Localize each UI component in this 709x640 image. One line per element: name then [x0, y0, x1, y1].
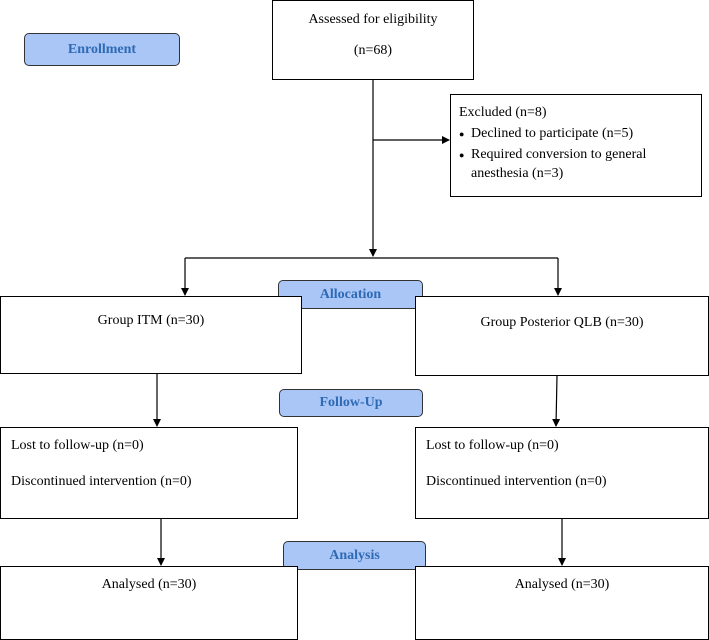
followup-qlb-lost: Lost to follow-up (n=0): [426, 438, 559, 453]
excluded-reasons: Declined to participate (n=5) Required c…: [459, 125, 693, 184]
group-qlb-label: Group Posterior QLB (n=30): [480, 315, 644, 330]
stage-analysis: Analysis: [283, 541, 426, 570]
excluded-reason-conversion: Required conversion to general anesthesi…: [459, 146, 693, 184]
stage-allocation: Allocation: [278, 280, 423, 309]
followup-qlb-discontinued: Discontinued intervention (n=0): [426, 474, 607, 489]
analysis-itm-box: Analysed (n=30): [0, 566, 298, 640]
arrow-qlb-to-followup: [552, 375, 561, 427]
group-itm-box: Group ITM (n=30): [0, 296, 302, 374]
followup-itm-box: Lost to follow-up (n=0) Discontinued int…: [0, 427, 298, 519]
excluded-title: Excluded (n=8): [459, 105, 547, 120]
assessed-box: Assessed for eligibility (n=68): [272, 0, 474, 80]
group-itm-label: Group ITM (n=30): [97, 313, 205, 328]
stage-follow-up: Follow-Up: [279, 389, 423, 417]
group-qlb-box: Group Posterior QLB (n=30): [415, 296, 709, 376]
followup-itm-discontinued: Discontinued intervention (n=0): [11, 474, 192, 489]
excluded-reason-declined: Declined to participate (n=5): [459, 125, 693, 144]
analysis-qlb-box: Analysed (n=30): [415, 566, 709, 640]
analysis-itm-label: Analysed (n=30): [101, 577, 197, 592]
followup-itm-lost: Lost to follow-up (n=0): [11, 438, 144, 453]
assessed-title: Assessed for eligibility: [308, 12, 438, 27]
followup-qlb-box: Lost to follow-up (n=0) Discontinued int…: [415, 427, 709, 519]
analysis-qlb-label: Analysed (n=30): [514, 577, 610, 592]
assessed-count: (n=68): [353, 43, 393, 58]
excluded-box: Excluded (n=8) Declined to participate (…: [450, 94, 702, 197]
stage-enrollment: Enrollment: [24, 33, 180, 66]
